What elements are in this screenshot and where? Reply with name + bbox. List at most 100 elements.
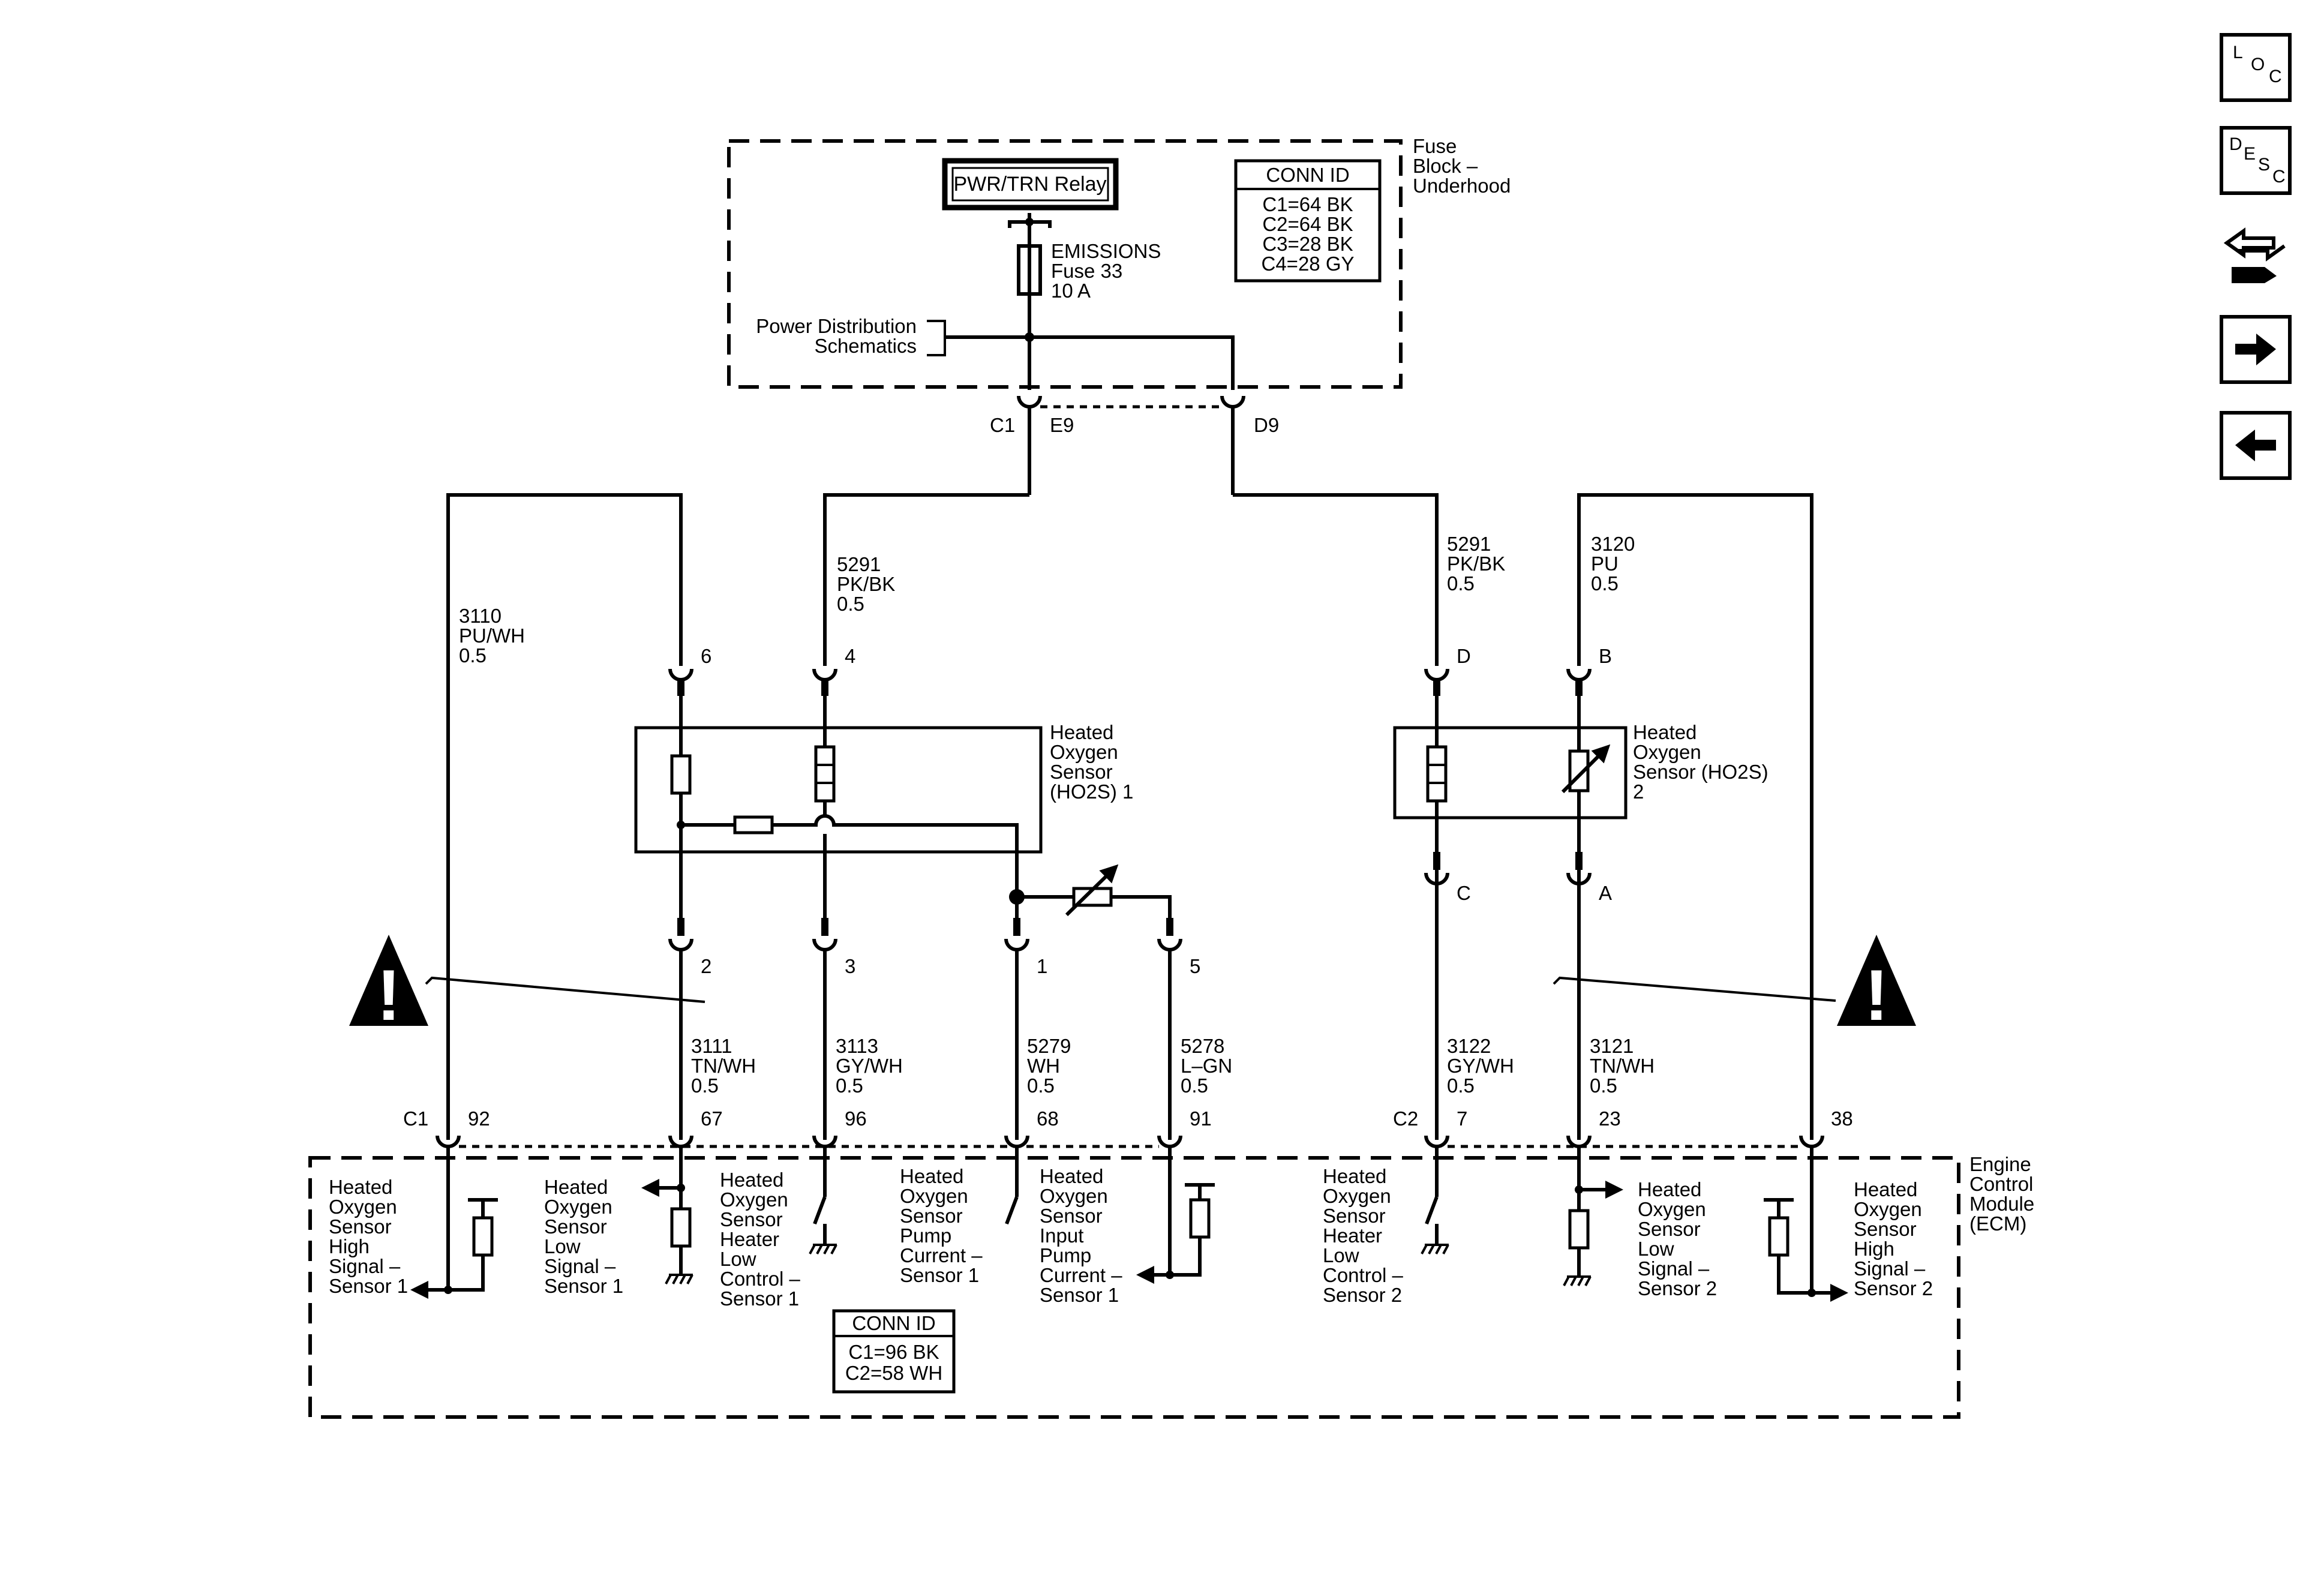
svg-text:Low: Low — [544, 1235, 581, 1257]
previous-button[interactable] — [2220, 411, 2292, 480]
ecm-conn-c1-label: C1 — [403, 1107, 428, 1130]
svg-text:0.5: 0.5 — [836, 1074, 863, 1097]
engine-control-module: Engine Control Module (ECM) — [308, 1146, 2034, 1419]
location-icon: L O C — [2233, 43, 2282, 86]
svg-text:5291: 5291 — [1447, 533, 1491, 555]
heated-oxygen-sensor-2: Heated Oxygen Sensor (HO2S) 2 — [1393, 696, 1768, 933]
ecm-label-s2-heater: Heated Oxygen Sensor Heater Low Control … — [1323, 1165, 1404, 1306]
s2-label-1: Heated — [1633, 721, 1697, 743]
s2-pin-d: D — [1457, 645, 1471, 667]
svg-text:Sensor: Sensor — [900, 1205, 963, 1227]
ecm-pin-38: 38 — [1831, 1107, 1853, 1130]
svg-text:Current –: Current – — [1040, 1264, 1122, 1286]
ecm-pin-23: 23 — [1599, 1107, 1621, 1130]
wire-label-3121: 3121 TN/WH 0.5 — [1590, 1035, 1655, 1097]
fuse-block-title-1: Fuse — [1413, 135, 1457, 157]
svg-text:Heated: Heated — [544, 1176, 608, 1198]
connector-repair-button[interactable] — [2220, 216, 2292, 288]
wire-label-3110: 3110 PU/WH 0.5 — [459, 605, 525, 667]
ecm-label-s2-low: Heated Oxygen Sensor Low Signal – Sensor… — [1638, 1178, 1717, 1299]
svg-text:Sensor: Sensor — [1040, 1205, 1103, 1227]
svg-text:Sensor: Sensor — [720, 1208, 783, 1230]
fuse-label-2: Fuse 33 — [1051, 260, 1122, 282]
s2-pin-b: B — [1599, 645, 1612, 667]
svg-text:0.5: 0.5 — [1590, 1074, 1617, 1097]
fuse-block-connector-c1: C1 E9 D9 — [990, 395, 1279, 495]
location-button[interactable]: L O C — [2220, 33, 2292, 102]
svg-text:Heater: Heater — [1323, 1224, 1382, 1247]
fuse-conn-id-line-2: C2=64 BK — [1262, 213, 1353, 235]
svg-text:Sensor: Sensor — [329, 1215, 392, 1238]
s1-pin-3: 3 — [845, 955, 855, 977]
wire-label-5279: 5279 WH 0.5 — [1027, 1035, 1071, 1097]
svg-text:Sensor: Sensor — [1323, 1205, 1386, 1227]
ecm-label-s2-high: Heated Oxygen Sensor High Signal – Senso… — [1854, 1178, 1933, 1299]
svg-text:3113: 3113 — [836, 1035, 878, 1057]
arrow-left-icon — [2235, 430, 2276, 461]
svg-text:Heated: Heated — [329, 1176, 392, 1198]
svg-text:Oxygen: Oxygen — [1323, 1185, 1391, 1207]
svg-text:0.5: 0.5 — [691, 1074, 719, 1097]
ecm-label-s1-input-pump: Heated Oxygen Sensor Input Pump Current … — [1040, 1165, 1122, 1306]
relay-label: PWR/TRN Relay — [953, 173, 1106, 196]
svg-text:Sensor 1: Sensor 1 — [720, 1287, 799, 1310]
svg-text:3122: 3122 — [1447, 1035, 1491, 1057]
svg-text:Sensor: Sensor — [544, 1215, 607, 1238]
svg-text:Heated: Heated — [1854, 1178, 1917, 1200]
svg-text:Sensor 1: Sensor 1 — [544, 1275, 623, 1297]
svg-text:0.5: 0.5 — [459, 644, 487, 667]
s1-pin-6: 6 — [701, 645, 711, 667]
wire-label-3113: 3113 GY/WH 0.5 — [836, 1035, 903, 1097]
ecm-conn-id-box — [832, 1309, 956, 1394]
svg-text:Sensor: Sensor — [1638, 1218, 1701, 1240]
s1-label-1: Heated — [1050, 721, 1113, 743]
svg-text:Oxygen: Oxygen — [720, 1188, 788, 1211]
ecm-connector-c2: C2 7 23 38 — [1393, 1107, 1853, 1148]
svg-text:0.5: 0.5 — [837, 593, 864, 615]
svg-text:PK/BK: PK/BK — [1447, 553, 1505, 575]
caution-warning-icon: ! — [1837, 935, 1916, 1035]
ecm-pin-92: 92 — [468, 1107, 490, 1130]
svg-text:!: ! — [1864, 955, 1888, 1035]
caution-warning-icon: ! — [349, 935, 428, 1035]
s1-label-2: Oxygen — [1050, 741, 1118, 763]
svg-text:3110: 3110 — [459, 605, 502, 627]
wire-label-3111: 3111 TN/WH 0.5 — [691, 1035, 756, 1097]
svg-text:Signal –: Signal – — [329, 1255, 401, 1277]
svg-text:Control –: Control – — [1323, 1264, 1404, 1286]
svg-text:0.5: 0.5 — [1591, 572, 1619, 595]
ecm-title-1: Engine — [1969, 1153, 2031, 1175]
next-button[interactable] — [2220, 315, 2292, 384]
s2-pin-c: C — [1457, 882, 1471, 904]
svg-text:3111: 3111 — [691, 1035, 732, 1057]
wire-label-3120: 3120 PU 0.5 — [1591, 533, 1635, 595]
ecm-label-s1-low: Heated Oxygen Sensor Low Signal – Sensor… — [544, 1176, 623, 1297]
fuse-conn-id-line-4: C4=28 GY — [1261, 253, 1354, 275]
s2-label-3: Sensor (HO2S) — [1633, 761, 1768, 783]
svg-text:Oxygen: Oxygen — [900, 1185, 968, 1207]
s1-pin-1: 1 — [1037, 955, 1047, 977]
description-button[interactable]: D E S C — [2220, 126, 2292, 195]
ecm-conn-id-line-1: C1=96 BK — [848, 1341, 939, 1363]
ecm-title-2: Control — [1969, 1173, 2033, 1195]
power-dist-label-1: Power Distribution — [756, 315, 917, 337]
s2-label-2: Oxygen — [1633, 741, 1701, 763]
wire-label-3122: 3122 GY/WH 0.5 — [1447, 1035, 1514, 1097]
svg-text:Pump: Pump — [1040, 1244, 1091, 1266]
svg-text:3121: 3121 — [1590, 1035, 1634, 1057]
svg-text:Current –: Current – — [900, 1244, 983, 1266]
svg-text:PK/BK: PK/BK — [837, 573, 895, 595]
fuse-label-3: 10 A — [1051, 280, 1091, 302]
ecm-label-s1-heater: Heated Oxygen Sensor Heater Low Control … — [720, 1169, 801, 1310]
ecm-conn-id-line-2: C2=58 WH — [845, 1362, 942, 1384]
svg-text:Oxygen: Oxygen — [1638, 1198, 1706, 1220]
fuse-block-underhood: Fuse Block – Underhood PWR/TRN Relay EMI… — [727, 135, 1511, 390]
svg-text:Sensor: Sensor — [1854, 1218, 1917, 1240]
svg-text:Low: Low — [720, 1248, 756, 1270]
svg-text:Input: Input — [1040, 1224, 1083, 1247]
svg-text:Heater: Heater — [720, 1228, 779, 1250]
ecm-connector-c1: C1 92 67 96 68 91 — [403, 1107, 1212, 1148]
svg-text:Sensor 2: Sensor 2 — [1323, 1284, 1402, 1306]
sensor-terminals-bottom: 2 3 1 5 C A — [668, 852, 1612, 977]
sensor-1-terminals-top: 6 4 D B — [668, 645, 1612, 696]
